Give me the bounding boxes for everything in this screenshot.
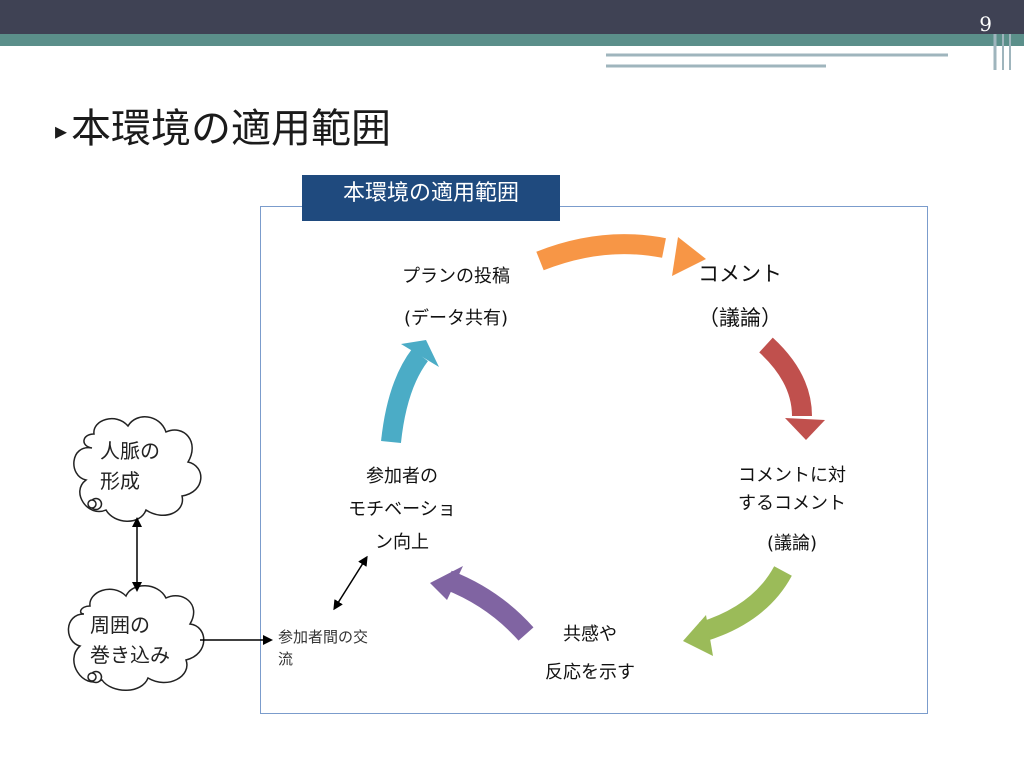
- node-motivation-line1: 参加者の: [366, 466, 438, 487]
- node-reaction-line2: 反応を示す: [545, 662, 635, 683]
- node-reply: コメントに対 するコメント (議論): [712, 462, 872, 558]
- slide-title-text: 本環境の適用範囲: [71, 106, 392, 152]
- node-post-line1: プランの投稿: [402, 266, 510, 287]
- node-reaction-line1: 共感や: [563, 624, 617, 645]
- exchange-label: 参加者間の交 流: [278, 626, 418, 670]
- header-dark-band: [0, 0, 1024, 34]
- scope-frame: [260, 206, 928, 714]
- scope-frame-label: 本環境の適用範囲: [302, 175, 560, 221]
- cloud-involve-line1: 周囲の: [90, 613, 150, 637]
- cloud-involve-line2: 巻き込み: [90, 643, 170, 667]
- title-bullet-icon: ▸: [55, 117, 68, 145]
- exchange-label-line2: 流: [278, 650, 294, 668]
- cycle-arrow-green: [683, 566, 792, 656]
- header-teal-band: [0, 34, 1024, 46]
- node-comment-line2: （議論）: [698, 306, 782, 330]
- cloud-network-text: 人脈の 形成: [100, 436, 160, 496]
- connector-exchange-motivation: [333, 555, 368, 611]
- cloud-network-line2: 形成: [100, 469, 140, 493]
- header-decor-lines: [606, 34, 1024, 70]
- cycle-arrow-teal: [381, 340, 439, 444]
- header-decor-block: [606, 46, 1024, 68]
- node-motivation-line3: ン向上: [375, 532, 429, 553]
- node-reply-line1: コメントに対: [738, 465, 846, 486]
- cloud-involve-text: 周囲の 巻き込み: [90, 610, 170, 670]
- node-post: プランの投稿 (データ共有): [376, 262, 536, 330]
- cycle-arrow-orange: [536, 234, 706, 276]
- node-reply-line2: するコメント: [738, 493, 846, 514]
- exchange-label-line1: 参加者間の交: [278, 628, 369, 646]
- cloud-involve: [67, 585, 205, 691]
- node-reaction: 共感や 反応を示す: [510, 620, 670, 684]
- node-motivation-line2: モチベーショ: [348, 499, 456, 520]
- node-motivation: 参加者の モチベーショ ン向上: [322, 460, 482, 559]
- page-number: 9: [979, 12, 992, 36]
- cloud-network: [73, 416, 202, 522]
- cloud-network-line1: 人脈の: [100, 439, 160, 463]
- node-comment-line1: コメント: [698, 262, 782, 286]
- node-post-line2: (データ共有): [403, 308, 509, 329]
- cycle-arrow-red: [759, 337, 825, 440]
- node-comment: コメント （議論）: [660, 258, 820, 332]
- node-reply-line3: (議論): [766, 533, 818, 554]
- slide-title: ▸本環境の適用範囲: [55, 96, 391, 154]
- cycle-arrow-purple: [430, 566, 534, 641]
